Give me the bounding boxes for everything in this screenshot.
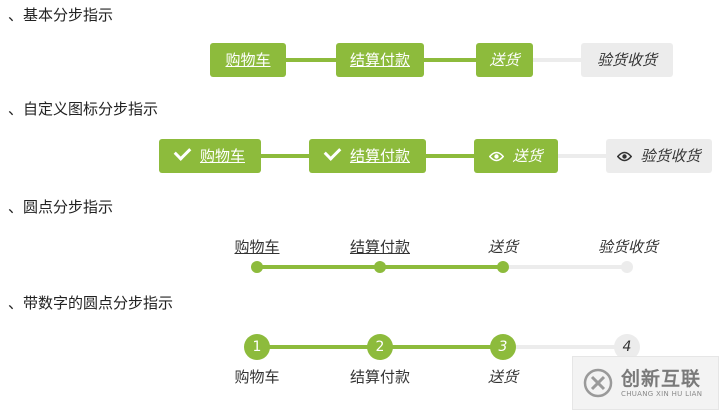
step-number: 3 <box>490 334 516 360</box>
eye-icon <box>617 151 633 162</box>
number-step-label-cart[interactable]: 购物车 <box>234 368 280 386</box>
dot-step-label-receive[interactable]: 验货收货 <box>597 238 658 256</box>
section-heading-basic: 、基本分步指示 <box>8 6 114 24</box>
step-checkout[interactable]: 结算付款 <box>336 43 424 77</box>
step-dot <box>621 261 633 273</box>
step-label: 结算付款 <box>349 51 410 69</box>
dot-remaining-line <box>503 265 627 269</box>
number-step-label-checkout[interactable]: 结算付款 <box>349 368 410 386</box>
step-label: 验货收货 <box>596 51 657 69</box>
step-connector <box>533 58 581 62</box>
dot-step-label-checkout[interactable]: 结算付款 <box>349 238 410 256</box>
step-label: 送货 <box>512 147 543 165</box>
number-remaining-line <box>503 345 627 349</box>
section-heading-dot: 、圆点分步指示 <box>8 198 114 216</box>
step-label: 结算付款 <box>349 147 410 165</box>
step-dot <box>251 261 263 273</box>
step-number: 1 <box>244 334 270 360</box>
check-icon <box>173 143 192 161</box>
step-connector <box>558 154 606 158</box>
step-connector <box>261 154 309 158</box>
step-connector <box>286 58 336 62</box>
number-step-label-delivery[interactable]: 送货 <box>487 368 518 386</box>
dot-step-label-cart[interactable]: 购物车 <box>234 238 280 256</box>
step-cart[interactable]: 购物车 <box>159 139 261 173</box>
check-icon <box>323 143 342 161</box>
section-heading-custom-icon: 、自定义图标分步指示 <box>8 100 159 118</box>
step-label: 购物车 <box>225 51 271 69</box>
step-delivery[interactable]: 送货 <box>476 43 533 77</box>
step-checkout[interactable]: 结算付款 <box>309 139 426 173</box>
step-connector <box>424 58 476 62</box>
step-delivery[interactable]: 送货 <box>474 139 558 173</box>
step-dot <box>374 261 386 273</box>
step-label: 购物车 <box>199 147 245 165</box>
step-label: 验货收货 <box>640 147 701 165</box>
brand-logo-icon <box>583 368 613 398</box>
step-number: 4 <box>614 334 640 360</box>
watermark: 创新互联 CHUANG XIN HU LIAN <box>572 356 719 410</box>
dot-step-label-delivery[interactable]: 送货 <box>487 238 518 256</box>
step-dot <box>497 261 509 273</box>
eye-icon <box>489 151 505 162</box>
step-number: 2 <box>367 334 393 360</box>
step-receive[interactable]: 验货收货 <box>581 43 673 77</box>
step-connector <box>426 154 474 158</box>
watermark-title: 创新互联 <box>621 368 702 390</box>
section-heading-number-dot: 、带数字的圆点分步指示 <box>8 294 174 312</box>
step-label: 送货 <box>489 51 520 69</box>
step-receive[interactable]: 验货收货 <box>606 139 712 173</box>
watermark-subtitle: CHUANG XIN HU LIAN <box>621 390 703 398</box>
step-cart[interactable]: 购物车 <box>210 43 286 77</box>
